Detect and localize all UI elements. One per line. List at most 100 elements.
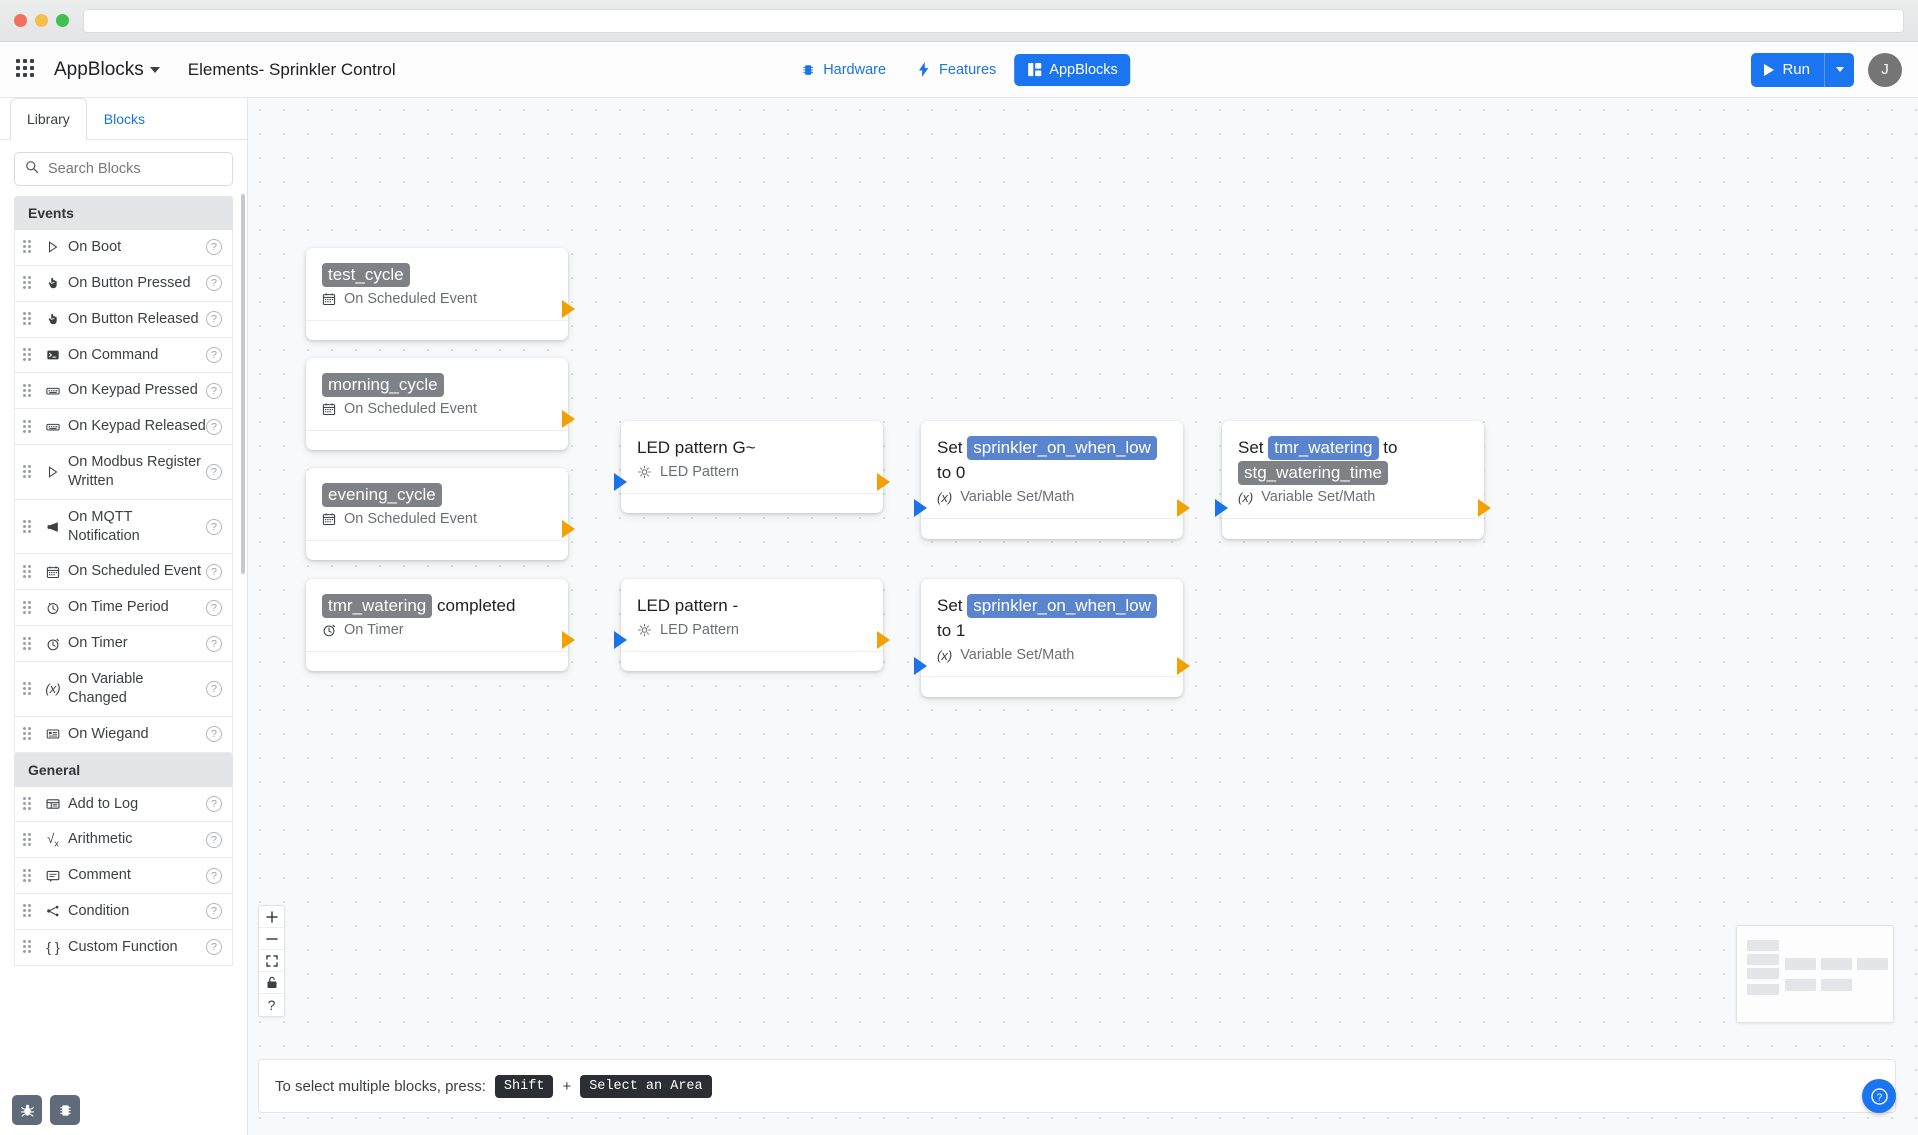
- question-circle-icon[interactable]: ?: [206, 311, 222, 328]
- block-input-port[interactable]: [914, 499, 927, 517]
- maximize-window-button[interactable]: [56, 14, 69, 27]
- block-input-port[interactable]: [614, 473, 627, 491]
- drag-handle-icon[interactable]: [23, 240, 35, 254]
- variable-chip[interactable]: tmr_watering: [1268, 436, 1379, 461]
- library-item-on-time-period[interactable]: On Time Period?: [14, 590, 233, 627]
- library-item-on-command[interactable]: On Command?: [14, 337, 233, 374]
- drag-handle-icon[interactable]: [23, 312, 35, 326]
- minimize-window-button[interactable]: [35, 14, 48, 27]
- question-circle-icon[interactable]: ?: [206, 275, 222, 292]
- library-item-condition[interactable]: Condition?: [14, 894, 233, 930]
- block-output-port[interactable]: [562, 520, 575, 538]
- drag-handle-icon[interactable]: [23, 832, 35, 847]
- question-circle-icon[interactable]: ?: [206, 382, 222, 399]
- variable-chip[interactable]: sprinkler_on_when_low: [967, 436, 1157, 461]
- question-circle-icon[interactable]: ?: [206, 563, 222, 580]
- lock-canvas-button[interactable]: [259, 972, 284, 994]
- block-input-port[interactable]: [914, 657, 927, 675]
- device-button[interactable]: [50, 1095, 80, 1125]
- library-item-on-modbus-register-written[interactable]: On Modbus Register Written?: [14, 445, 233, 500]
- variable-chip[interactable]: evening_cycle: [322, 483, 442, 508]
- block-output-port[interactable]: [562, 631, 575, 649]
- browser-url-bar[interactable]: [83, 8, 1904, 33]
- fit-to-screen-button[interactable]: [259, 950, 284, 972]
- block-output-port[interactable]: [1177, 499, 1190, 517]
- block-node-led-pattern-dash[interactable]: LED pattern -LED Pattern: [614, 579, 890, 671]
- canvas-help-button[interactable]: ?: [267, 997, 276, 1013]
- run-button-group[interactable]: Run: [1751, 52, 1854, 87]
- block-output-port[interactable]: [562, 410, 575, 428]
- question-circle-icon[interactable]: ?: [206, 726, 222, 743]
- run-button[interactable]: Run: [1751, 53, 1824, 87]
- drag-handle-icon[interactable]: [23, 904, 35, 918]
- question-circle-icon[interactable]: ?: [206, 680, 222, 697]
- nav-tab-features[interactable]: Features: [904, 54, 1008, 86]
- block-node-led-pattern-g[interactable]: LED pattern G~LED Pattern: [614, 421, 890, 513]
- drag-handle-icon[interactable]: [23, 519, 35, 534]
- sidebar-scrollbar[interactable]: [241, 194, 245, 574]
- question-circle-icon[interactable]: ?: [206, 795, 222, 812]
- tab-blocks[interactable]: Blocks: [103, 111, 146, 127]
- zoom-in-button[interactable]: [259, 906, 284, 928]
- question-circle-icon[interactable]: ?: [206, 635, 222, 652]
- variable-chip[interactable]: sprinkler_on_when_low: [967, 594, 1157, 619]
- drag-handle-icon[interactable]: [23, 383, 35, 398]
- zoom-out-button[interactable]: [259, 928, 284, 950]
- drag-handle-icon[interactable]: [23, 419, 35, 434]
- variable-chip[interactable]: morning_cycle: [322, 373, 444, 398]
- library-item-on-wiegand[interactable]: On Wiegand?: [14, 716, 233, 753]
- block-input-port[interactable]: [1215, 499, 1228, 517]
- block-node-set-sprinkler-0[interactable]: Set sprinkler_on_when_low to 0(x)Variabl…: [914, 421, 1190, 539]
- avatar[interactable]: J: [1868, 52, 1902, 87]
- drag-handle-icon[interactable]: [23, 636, 35, 651]
- brand-menu[interactable]: AppBlocks: [54, 59, 160, 81]
- nav-tab-hardware[interactable]: Hardware: [788, 54, 898, 86]
- grid-apps-icon[interactable]: [16, 58, 38, 81]
- minimap[interactable]: [1736, 925, 1894, 1023]
- drag-handle-icon[interactable]: [23, 681, 35, 696]
- block-output-port[interactable]: [1177, 657, 1190, 675]
- library-item-on-scheduled-event[interactable]: On Scheduled Event?: [14, 554, 233, 591]
- drag-handle-icon[interactable]: [23, 564, 35, 579]
- block-output-port[interactable]: [1478, 499, 1491, 517]
- tab-library[interactable]: Library: [10, 98, 87, 140]
- library-item-comment[interactable]: Comment?: [14, 858, 233, 895]
- drag-handle-icon[interactable]: [23, 464, 35, 479]
- library-item-on-boot[interactable]: On Boot?: [14, 230, 233, 266]
- question-circle-icon[interactable]: ?: [206, 239, 222, 256]
- drag-handle-icon[interactable]: [23, 727, 35, 741]
- block-input-port[interactable]: [614, 631, 627, 649]
- drag-handle-icon[interactable]: [23, 347, 35, 362]
- question-circle-icon[interactable]: ?: [206, 903, 222, 920]
- question-circle-icon[interactable]: ?: [206, 939, 222, 956]
- nav-tab-appblocks[interactable]: AppBlocks: [1014, 53, 1130, 86]
- question-circle-icon[interactable]: ?: [206, 346, 222, 363]
- drag-handle-icon[interactable]: [23, 940, 35, 954]
- variable-chip-secondary[interactable]: stg_watering_time: [1238, 461, 1388, 486]
- help-fab-button[interactable]: ?: [1862, 1079, 1896, 1113]
- block-output-port[interactable]: [562, 300, 575, 318]
- library-item-on-button-released[interactable]: On Button Released?: [14, 301, 233, 338]
- drag-handle-icon[interactable]: [23, 796, 35, 811]
- library-item-add-to-log[interactable]: Add to Log?: [14, 786, 233, 823]
- close-window-button[interactable]: [14, 14, 27, 27]
- question-circle-icon[interactable]: ?: [206, 867, 222, 884]
- debug-button[interactable]: [12, 1095, 42, 1125]
- question-circle-icon[interactable]: ?: [206, 463, 222, 480]
- library-item-on-variable-changed[interactable]: (x)On Variable Changed?: [14, 661, 233, 717]
- block-node-set-tmr-watering[interactable]: Set tmr_watering to stg_watering_time(x)…: [1215, 421, 1491, 539]
- library-item-on-button-pressed[interactable]: On Button Pressed?: [14, 265, 233, 302]
- block-output-port[interactable]: [877, 631, 890, 649]
- question-circle-icon[interactable]: ?: [206, 418, 222, 435]
- drag-handle-icon[interactable]: [23, 868, 35, 883]
- library-item-on-keypad-released[interactable]: On Keypad Released?: [14, 409, 233, 446]
- run-dropdown-button[interactable]: [1824, 52, 1854, 87]
- library-item-on-keypad-pressed[interactable]: On Keypad Pressed?: [14, 373, 233, 410]
- search-input[interactable]: [48, 161, 222, 177]
